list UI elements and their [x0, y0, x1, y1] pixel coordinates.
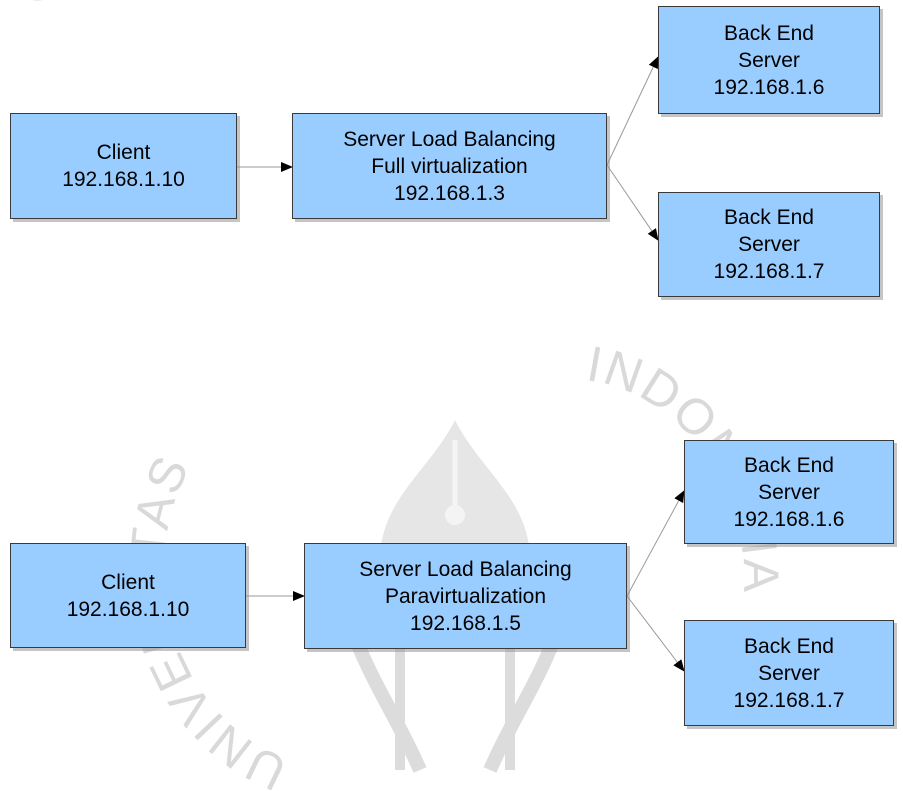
node-label: Back End: [744, 634, 834, 658]
node-label: Client: [96, 141, 151, 164]
node-ip: 192.168.1.10: [62, 168, 185, 191]
edge-bottom-balancer-to-backend-a: [626, 490, 685, 597]
node-label: Server Load Balancing: [359, 557, 572, 581]
bottom-load-balancer-node: Server Load Balancing Paravirtualization…: [304, 543, 627, 649]
edge-top-balancer-to-backend-a: [606, 56, 659, 166]
node-ip: 192.168.1.3: [394, 181, 505, 205]
node-label: Back End: [744, 453, 834, 477]
node-label: Server Load Balancing: [343, 127, 556, 151]
node-label: Server: [738, 233, 800, 256]
edge-bottom-balancer-to-backend-b: [626, 595, 685, 672]
bottom-backend-server-a-node: Back End Server 192.168.1.6: [684, 440, 894, 544]
node-label: Server: [758, 661, 820, 685]
top-backend-server-b-node: Back End Server 192.168.1.7: [658, 192, 880, 297]
node-label: Back End: [724, 21, 814, 45]
node-ip: 192.168.1.5: [410, 611, 521, 635]
node-ip: 192.168.1.10: [66, 597, 190, 621]
node-label: Back End: [724, 206, 814, 229]
node-subtitle: Paravirtualization: [384, 584, 547, 608]
bottom-client-node: Client 192.168.1.10: [10, 543, 246, 648]
node-ip: 192.168.1.7: [713, 260, 825, 283]
top-load-balancer-node: Server Load Balancing Full virtualizatio…: [292, 113, 607, 219]
top-backend-server-a-node: Back End Server 192.168.1.6: [658, 6, 880, 114]
edge-top-balancer-to-backend-b: [606, 164, 659, 241]
top-client-node: Client 192.168.1.10: [10, 113, 237, 219]
node-ip: 192.168.1.6: [713, 75, 825, 99]
node-ip: 192.168.1.6: [733, 507, 845, 531]
bottom-backend-server-b-node: Back End Server 192.168.1.7: [684, 620, 894, 726]
node-label: Client: [101, 570, 155, 594]
node-ip: 192.168.1.7: [733, 688, 845, 712]
node-subtitle: Full virtualization: [371, 154, 528, 178]
node-label: Server: [758, 480, 820, 504]
node-label: Server: [738, 48, 800, 72]
